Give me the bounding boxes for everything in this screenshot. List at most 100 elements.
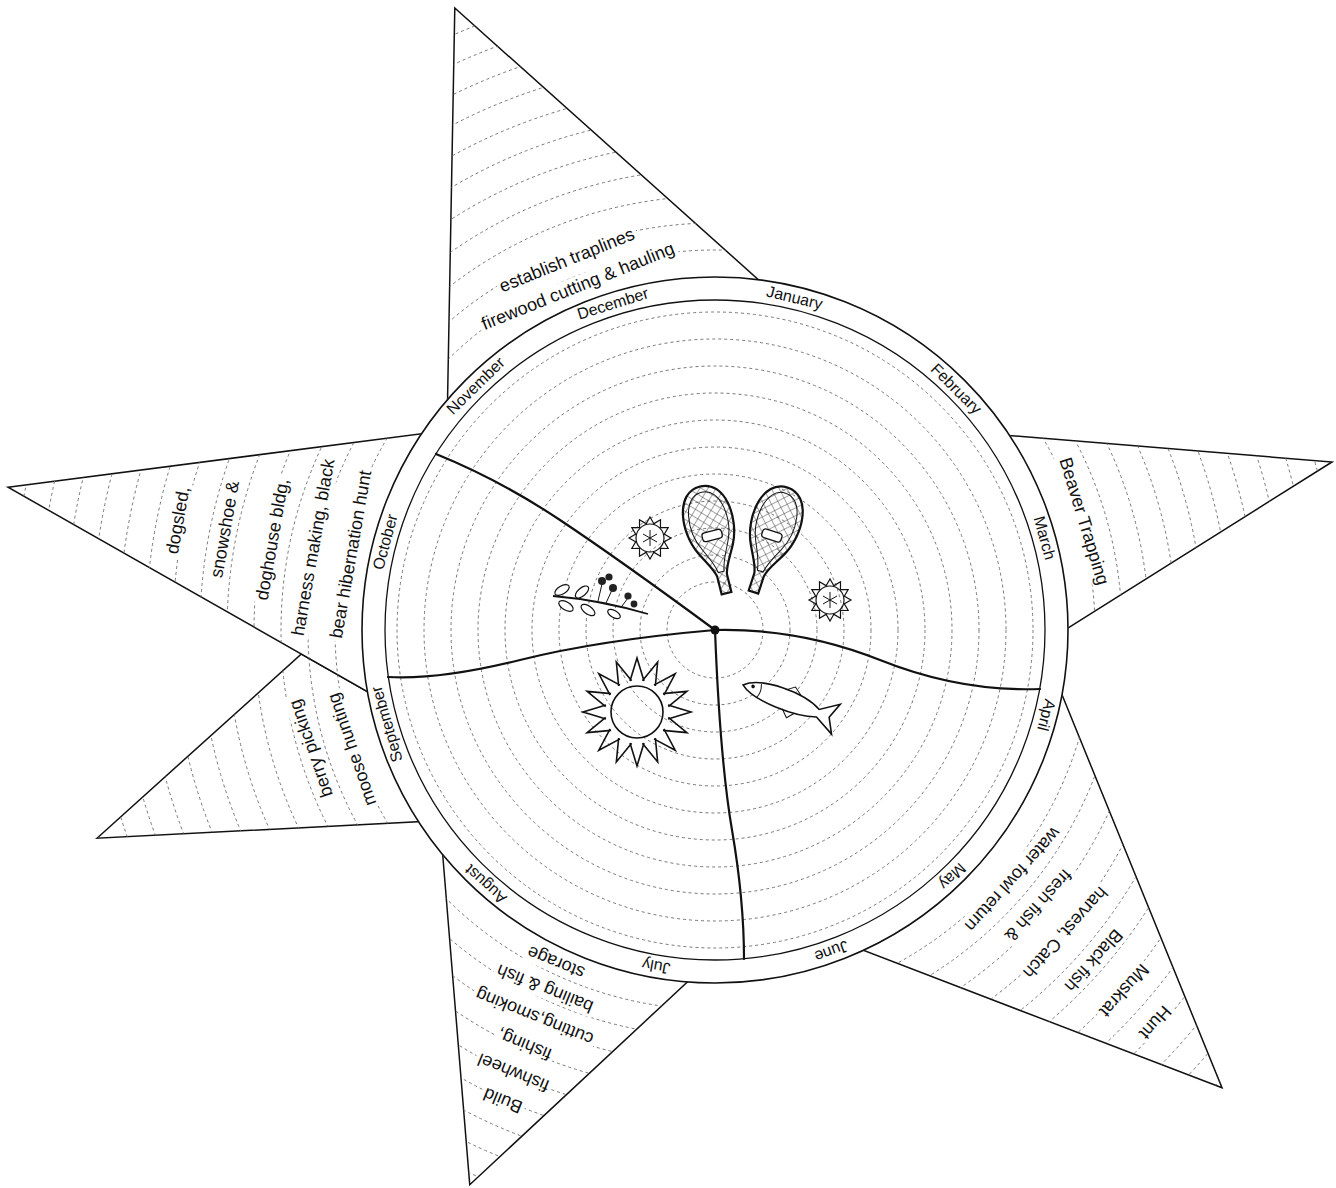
star-point-outline [826,650,1222,1088]
leaf [553,583,571,598]
guide-arc [119,34,1311,1188]
dotted-ring [559,474,871,786]
snowflake-spike [646,552,654,559]
berry [624,592,631,599]
guide-arc [308,223,1122,1037]
guide-arc [335,250,1095,1010]
guide-arc [119,34,1311,1188]
center-dot [711,626,720,635]
guide-arc [281,196,1149,1064]
season-divider [715,630,744,959]
month-label: February [927,360,985,418]
snowflake-spike [844,596,851,604]
berry-stalk [598,584,628,606]
snowflake-rim [636,524,664,552]
snowflake-spike [636,548,646,558]
guide-arc [119,34,1311,1188]
snowflake-core [643,530,657,546]
sun-ray [584,717,611,739]
sun-ray [610,659,632,686]
snowflake-spike [654,518,664,528]
month-label: October [370,511,401,572]
snowflake-spike [630,542,640,552]
guide-arc [65,0,1336,1188]
snowflake-spike [636,518,646,528]
guide-arc [173,88,1257,1172]
snowshoe [730,480,811,600]
guide-arc [173,88,1257,1172]
guide-arc [281,196,1149,1064]
snowflake-spike [840,586,850,596]
season-dividers [388,454,1040,959]
dotted-ring [586,501,844,759]
dotted-ring [397,312,1033,948]
leaf [606,607,622,620]
star-point: HuntMuskratBlack fishharvest, Catchfresh… [824,648,1224,1090]
dotted-ring [640,555,790,705]
guide-arc [65,0,1336,1188]
snowshoe-icon [730,480,811,600]
sun-ray [630,743,644,766]
snowflake-rim [816,586,844,614]
berry [605,573,612,580]
guide-arc [173,88,1257,1172]
leaf [579,602,597,618]
guide-arc [335,250,1095,1010]
snowflake-core [823,592,837,608]
berry [631,601,638,608]
guide-arc [38,0,1336,1188]
guide-arc [308,223,1122,1037]
guide-arc [146,61,1284,1188]
snowflake-spike [816,580,826,590]
guide-arc [281,196,1149,1064]
snowshoe-icon [676,481,750,600]
guide-arc [281,196,1149,1064]
star-point-outline [978,433,1332,645]
sun-ray [654,669,680,695]
month-ring-shape [359,274,1071,986]
leaf [557,599,575,614]
sun-ray [663,685,690,707]
snowshoe [676,481,750,600]
star-point: Beaver Trapping [976,431,1334,647]
berry [598,577,606,585]
month-label: May [935,859,969,893]
snowflake-spike [826,579,834,586]
snowflake-spike [664,534,671,542]
sun-ray [642,738,664,765]
guide-arc [173,88,1257,1172]
snowshoe-binding [701,529,723,543]
dotted-ring [478,393,952,867]
fish-eye [751,684,756,689]
month-label: January [764,283,825,312]
leaf [573,584,590,600]
guide-arc [281,196,1149,1064]
guide-arc [308,223,1122,1037]
fish-icon [738,670,843,734]
guide-arc [254,169,1176,1091]
snowflake-spike [810,604,820,614]
sun-disc [611,686,663,738]
guide-arc [92,7,1336,1188]
snowflake-spike [840,604,850,614]
berry [609,584,617,592]
snowshoe-rim [683,488,740,577]
star-point-outline [446,8,779,483]
guide-arc [11,0,1336,1188]
season-divider [436,454,715,630]
star-point-outline [441,834,723,1185]
sun-ray [594,729,620,755]
snowflake-icon [629,517,671,559]
snowflake-spike [660,524,670,534]
sun-ray [594,669,620,695]
snowshoe-binding [761,528,783,543]
